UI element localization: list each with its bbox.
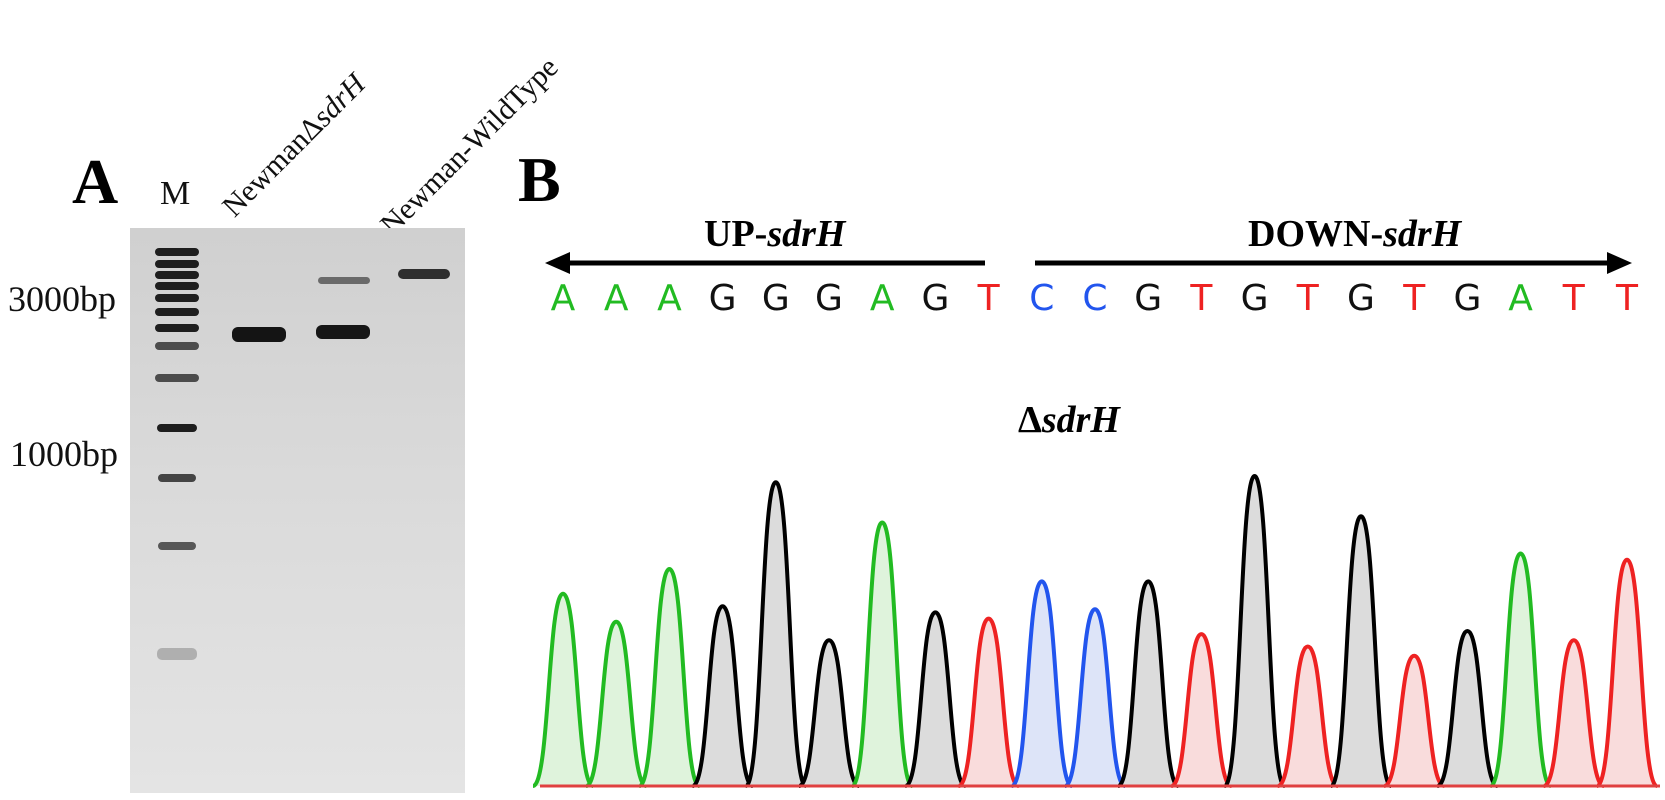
ladder-band	[155, 260, 199, 268]
base-call-A: A	[551, 278, 576, 319]
trace-peak-T	[1542, 638, 1605, 788]
ladder-band	[155, 308, 199, 316]
lane-1-band	[232, 327, 286, 342]
base-call-A: A	[870, 278, 895, 319]
up-arrow-head	[545, 252, 570, 274]
ladder-band	[155, 248, 199, 256]
ladder-band	[155, 294, 199, 302]
ladder-band	[155, 324, 199, 332]
base-call-A: A	[604, 278, 629, 319]
chromatogram-title: ΔsdrH	[1018, 399, 1120, 441]
base-call-A: A	[1508, 278, 1533, 319]
base-call-G: G	[1134, 278, 1162, 319]
ladder-band	[155, 282, 199, 290]
base-call-G: G	[709, 278, 737, 319]
ladder-band	[155, 271, 199, 279]
trace-peak-T	[1276, 644, 1339, 788]
down-arrow-head	[1607, 252, 1632, 274]
base-call-G: G	[921, 278, 949, 319]
trace-peak-T	[957, 616, 1020, 788]
trace-peak-G	[1436, 628, 1499, 788]
trace-peak-T	[1170, 632, 1233, 788]
trace-peak-G	[797, 638, 861, 788]
trace-peak-G	[1329, 514, 1393, 788]
trace-peak-A	[637, 566, 702, 788]
trace-peak-G	[743, 480, 808, 788]
trace-peaks	[531, 473, 1659, 788]
trace-peak-A	[1488, 551, 1553, 788]
base-call-T: T	[1402, 278, 1426, 319]
lane-2-band-upper	[318, 277, 370, 284]
lane-2-band-lower	[316, 325, 370, 339]
base-call-G: G	[1241, 278, 1269, 319]
ladder-band	[158, 474, 196, 482]
ladder-band	[157, 424, 197, 432]
trace-peak-G	[1116, 579, 1181, 788]
size-marker-1000bp: 1000bp	[10, 434, 118, 474]
size-marker-3000bp: 3000bp	[8, 279, 116, 319]
trace-peak-C	[1009, 579, 1074, 788]
trace-peak-G	[1222, 473, 1287, 788]
panel-a-letter: A	[72, 146, 119, 217]
panel-b-letter: B	[518, 144, 561, 215]
base-call-T: T	[1189, 278, 1213, 319]
down-sdrh-label: DOWN-sdrH	[1248, 213, 1462, 255]
base-call-G: G	[1453, 278, 1481, 319]
base-call-G: G	[1347, 278, 1375, 319]
base-call-T: T	[1615, 278, 1639, 319]
trace-peak-T	[1383, 653, 1446, 788]
base-call-A: A	[657, 278, 682, 319]
ladder-band	[155, 342, 199, 350]
trace-peak-A	[850, 520, 915, 788]
trace-peak-G	[904, 610, 967, 788]
up-sdrh-label: UP-sdrH	[704, 213, 846, 255]
ladder-band	[158, 542, 196, 550]
lane-3-band	[398, 269, 450, 279]
base-call-T: T	[977, 278, 1001, 319]
ladder-band	[155, 374, 199, 382]
base-call-T: T	[1296, 278, 1320, 319]
trace-peak-G	[691, 604, 754, 788]
marker-lane-label: M	[160, 175, 191, 212]
base-call-G: G	[762, 278, 790, 319]
trace-peak-A	[531, 591, 595, 788]
trace-peak-C	[1063, 607, 1127, 788]
trace-peak-A	[585, 619, 648, 788]
base-call-C: C	[1082, 278, 1107, 319]
trace-peak-T	[1595, 557, 1659, 788]
ladder-band	[157, 648, 197, 660]
base-call-C: C	[1029, 278, 1054, 319]
base-call-G: G	[815, 278, 843, 319]
agarose-gel-image	[130, 228, 465, 793]
base-call-T: T	[1562, 278, 1586, 319]
